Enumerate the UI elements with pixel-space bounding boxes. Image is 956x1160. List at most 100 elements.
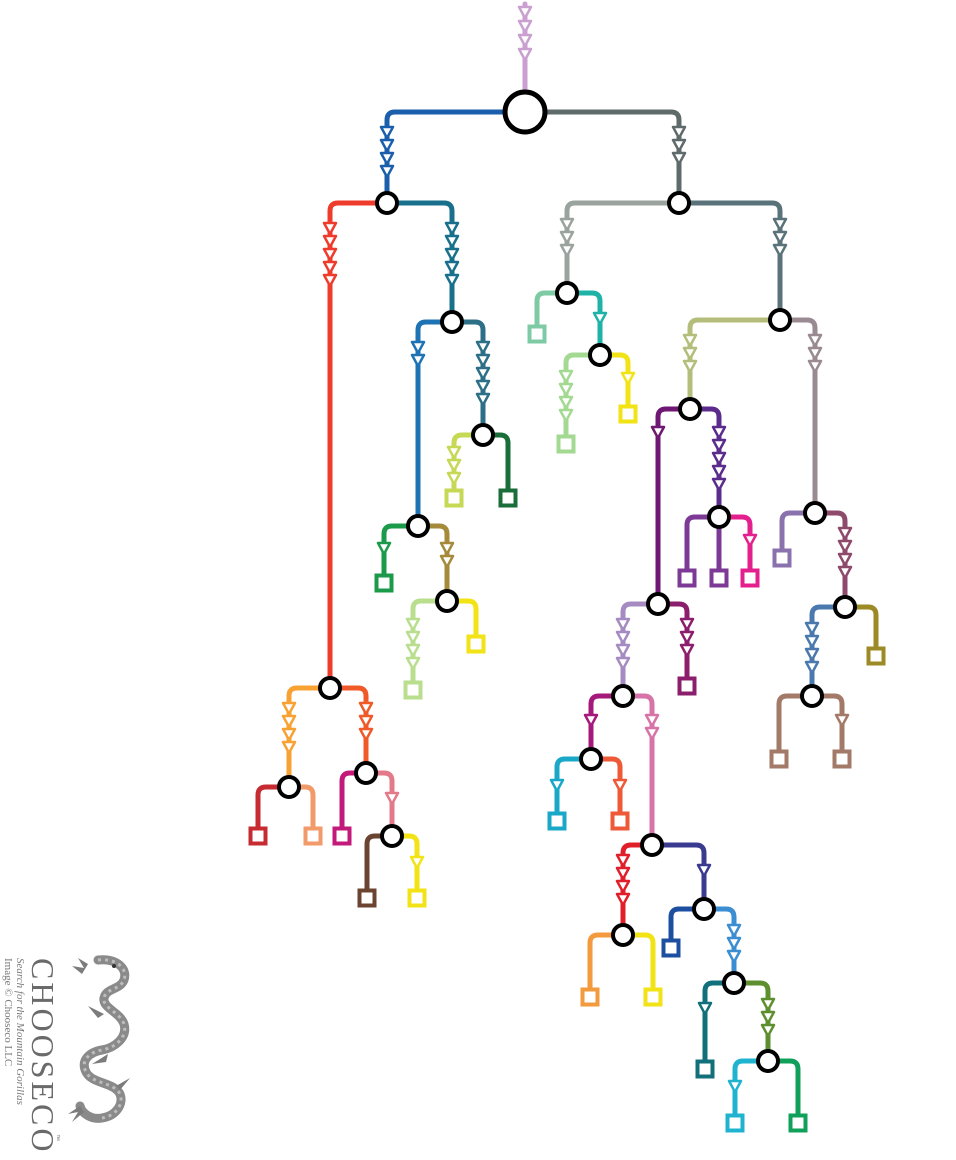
- page-turn-marker-45: [358, 727, 374, 742]
- ending-box-15: [709, 568, 729, 588]
- choice-node-17: [833, 595, 857, 619]
- page-turn-marker-28: [475, 392, 491, 407]
- branch-line-44: [620, 693, 655, 848]
- ending-box-6: [248, 826, 268, 846]
- branch-line-25: [564, 290, 603, 358]
- ending-box-7: [303, 826, 323, 846]
- choice-node-22: [640, 833, 664, 857]
- ending-box-2: [498, 488, 518, 508]
- page-turn-marker-78: [804, 634, 820, 649]
- page-turn-marker-30: [446, 458, 462, 473]
- page-turn-marker-52: [772, 230, 788, 245]
- page-turn-marker-105: [760, 1023, 776, 1038]
- page-turn-marker-66: [650, 425, 666, 440]
- page-turn-marker-9: [671, 125, 687, 140]
- page-turn-marker-75: [837, 552, 853, 567]
- choice-node-26: [756, 1049, 780, 1073]
- page-turn-marker-7: [379, 151, 395, 166]
- choice-node-16: [803, 501, 827, 525]
- choice-node-10: [380, 824, 404, 848]
- page-turn-marker-1: [517, 5, 533, 20]
- branch-line-26: [563, 352, 603, 447]
- page-turn-marker-35: [405, 617, 421, 632]
- choice-node-8: [277, 775, 301, 799]
- page-turn-marker-76: [837, 565, 853, 580]
- branch-line-16: [255, 784, 292, 839]
- branch-line-27: [597, 352, 631, 417]
- branch-line-3: [522, 109, 682, 206]
- page-turn-marker-4: [517, 47, 533, 62]
- page-turn-marker-91: [644, 726, 660, 741]
- branch-line-24: [534, 290, 570, 337]
- page-turn-marker-87: [679, 630, 695, 645]
- page-turn-marker-80: [804, 660, 820, 675]
- choice-node-19: [646, 592, 670, 616]
- branch-line-19: [363, 770, 395, 839]
- page-turn-marker-64: [807, 346, 823, 361]
- page-turn-marker-37: [405, 643, 421, 658]
- branch-line-39: [776, 693, 815, 762]
- page-turn-marker-38: [405, 656, 421, 671]
- branch-line-32: [684, 514, 722, 581]
- page-turn-marker-67: [711, 425, 727, 440]
- branch-line-18: [339, 770, 369, 839]
- page-turn-marker-40: [281, 714, 297, 729]
- page-turn-marker-46: [384, 791, 400, 806]
- ending-box-16: [740, 568, 760, 588]
- branch-line-50: [620, 932, 656, 1000]
- page-turn-marker-61: [682, 346, 698, 361]
- ending-box-21: [677, 676, 697, 696]
- page-turn-marker-68: [711, 438, 727, 453]
- page-turn-marker-8: [379, 164, 395, 179]
- page-turn-marker-100: [726, 936, 742, 951]
- page-turn-marker-10: [671, 138, 687, 153]
- branch-line-53: [702, 980, 737, 1072]
- page-turn-marker-34: [439, 554, 455, 569]
- ending-box-25: [643, 987, 663, 1007]
- ending-box-9: [357, 888, 377, 908]
- branch-line-30: [655, 406, 693, 607]
- page-turn-marker-65: [807, 359, 823, 374]
- page-turn-marker-5: [379, 125, 395, 140]
- page-turn-marker-15: [322, 260, 338, 275]
- branch-line-7: [449, 319, 486, 438]
- branch-line-23: [676, 200, 783, 323]
- choice-node-14: [678, 397, 702, 421]
- page-turn-marker-16: [322, 273, 338, 288]
- page-turn-marker-72: [742, 533, 758, 548]
- page-turn-marker-3: [517, 33, 533, 48]
- page-turn-marker-21: [444, 273, 460, 288]
- page-turn-marker-32: [376, 541, 392, 556]
- ending-box-28: [725, 1113, 745, 1133]
- page-turn-marker-88: [679, 643, 695, 658]
- ending-box-8: [332, 826, 352, 846]
- ending-box-4: [403, 680, 423, 700]
- page-turn-marker-22: [410, 340, 426, 355]
- ending-box-27: [695, 1059, 715, 1079]
- branch-line-42: [655, 601, 690, 689]
- page-turn-marker-33: [439, 541, 455, 556]
- page-turn-marker-6: [379, 138, 395, 153]
- page-turn-marker-62: [682, 359, 698, 374]
- page-turn-marker-11: [671, 151, 687, 166]
- page-turn-marker-13: [322, 234, 338, 249]
- ending-box-23: [610, 811, 630, 831]
- page-turn-marker-103: [760, 997, 776, 1012]
- choice-node-15: [707, 505, 731, 529]
- choice-node-25: [722, 971, 746, 995]
- page-turn-marker-53: [772, 243, 788, 258]
- branch-line-37: [809, 604, 848, 699]
- branch-line-51: [668, 906, 707, 951]
- page-turn-marker-81: [834, 713, 850, 728]
- page-turn-marker-63: [807, 333, 823, 348]
- page-turn-marker-55: [558, 369, 574, 384]
- ending-box-26: [661, 938, 681, 958]
- branch-line-6: [415, 319, 455, 529]
- branch-line-8: [451, 432, 486, 501]
- page-turn-marker-54: [592, 311, 608, 326]
- page-turn-marker-18: [444, 234, 460, 249]
- page-turn-marker-69: [711, 451, 727, 466]
- page-turn-marker-41: [281, 727, 297, 742]
- branch-line-43: [588, 693, 626, 762]
